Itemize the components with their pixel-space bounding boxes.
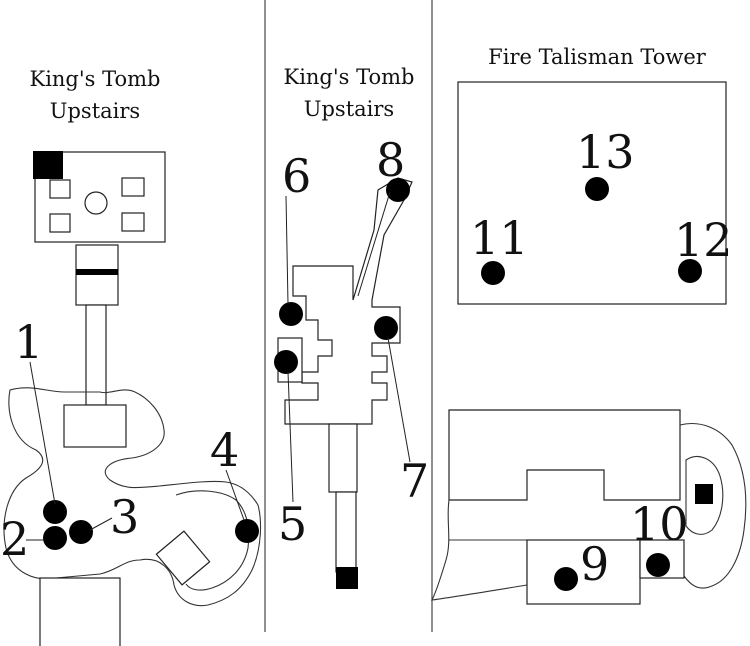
marker-11-label: 11 (470, 211, 529, 265)
alcove (121, 212, 145, 232)
marker-3-label: 3 (110, 490, 139, 544)
leader-1 (29, 361, 56, 505)
marker-3-dot (69, 520, 93, 544)
left-panel: King's Tomb Upstairs 1 2 3 4 (0, 67, 261, 646)
exit-block-icon (336, 567, 358, 589)
corner-block-icon (33, 151, 63, 179)
middle-panel: King's Tomb Upstairs 6 8 7 5 (274, 65, 429, 589)
marker-8-dot (386, 178, 410, 202)
marker-10-dot (646, 553, 670, 577)
lower-floor-outline (431, 499, 528, 601)
leader-6 (285, 195, 289, 305)
leader-7 (387, 337, 411, 463)
right-panel: Fire Talisman Tower 13 11 12 9 10 (431, 45, 747, 605)
hall-outline (448, 409, 681, 501)
marker-4-dot (235, 519, 259, 543)
tilted-slab (155, 530, 211, 586)
middle-panel-title-line2: Upstairs (304, 97, 394, 121)
chamber-outline (284, 177, 413, 425)
pedestal (84, 191, 108, 215)
cave-inner-ledge (175, 490, 250, 591)
left-panel-title-line1: King's Tomb (30, 67, 161, 91)
marker-2-label: 2 (0, 512, 29, 566)
bottom-chamber (39, 577, 121, 646)
marker-10-label: 10 (630, 497, 689, 551)
corridor-lower (335, 491, 357, 573)
marker-9-dot (554, 567, 578, 591)
marker-2-dot (43, 526, 67, 550)
marker-4-label: 4 (210, 423, 239, 477)
marker-7-dot (374, 316, 398, 340)
corridor (328, 423, 358, 493)
alcove (121, 177, 145, 197)
marker-12-dot (678, 259, 702, 283)
marker-6-dot (279, 302, 303, 326)
marker-13-label: 13 (576, 125, 635, 179)
marker-5-dot (274, 350, 298, 374)
corridor (85, 304, 107, 406)
middle-panel-title-line1: King's Tomb (284, 65, 415, 89)
leader-4 (225, 469, 245, 521)
alcove (49, 179, 71, 199)
marker-7-label: 7 (400, 454, 429, 508)
lower-room (526, 539, 641, 605)
marker-11-dot (481, 261, 505, 285)
leader-5 (287, 371, 294, 503)
marker-5-label: 5 (278, 497, 307, 551)
cave-outline (3, 387, 261, 607)
marker-6-label: 6 (282, 149, 311, 203)
right-panel-title: Fire Talisman Tower (488, 45, 707, 69)
marker-1-dot (43, 500, 67, 524)
alcove (49, 213, 71, 233)
left-panel-title-line2: Upstairs (50, 99, 140, 123)
cave-block-icon (695, 484, 713, 504)
marker-8-label: 8 (376, 133, 405, 187)
cave-inner-pocket (685, 456, 724, 535)
marker-12-label: 12 (674, 213, 733, 267)
leader-8 (357, 191, 391, 297)
lower-landing (63, 404, 127, 448)
marker-1-label: 1 (14, 315, 43, 369)
cave-outline (679, 423, 747, 589)
marker-9-label: 9 (580, 537, 609, 591)
stair-bar (76, 269, 118, 275)
leader-3 (89, 517, 113, 531)
marker-13-dot (585, 177, 609, 201)
